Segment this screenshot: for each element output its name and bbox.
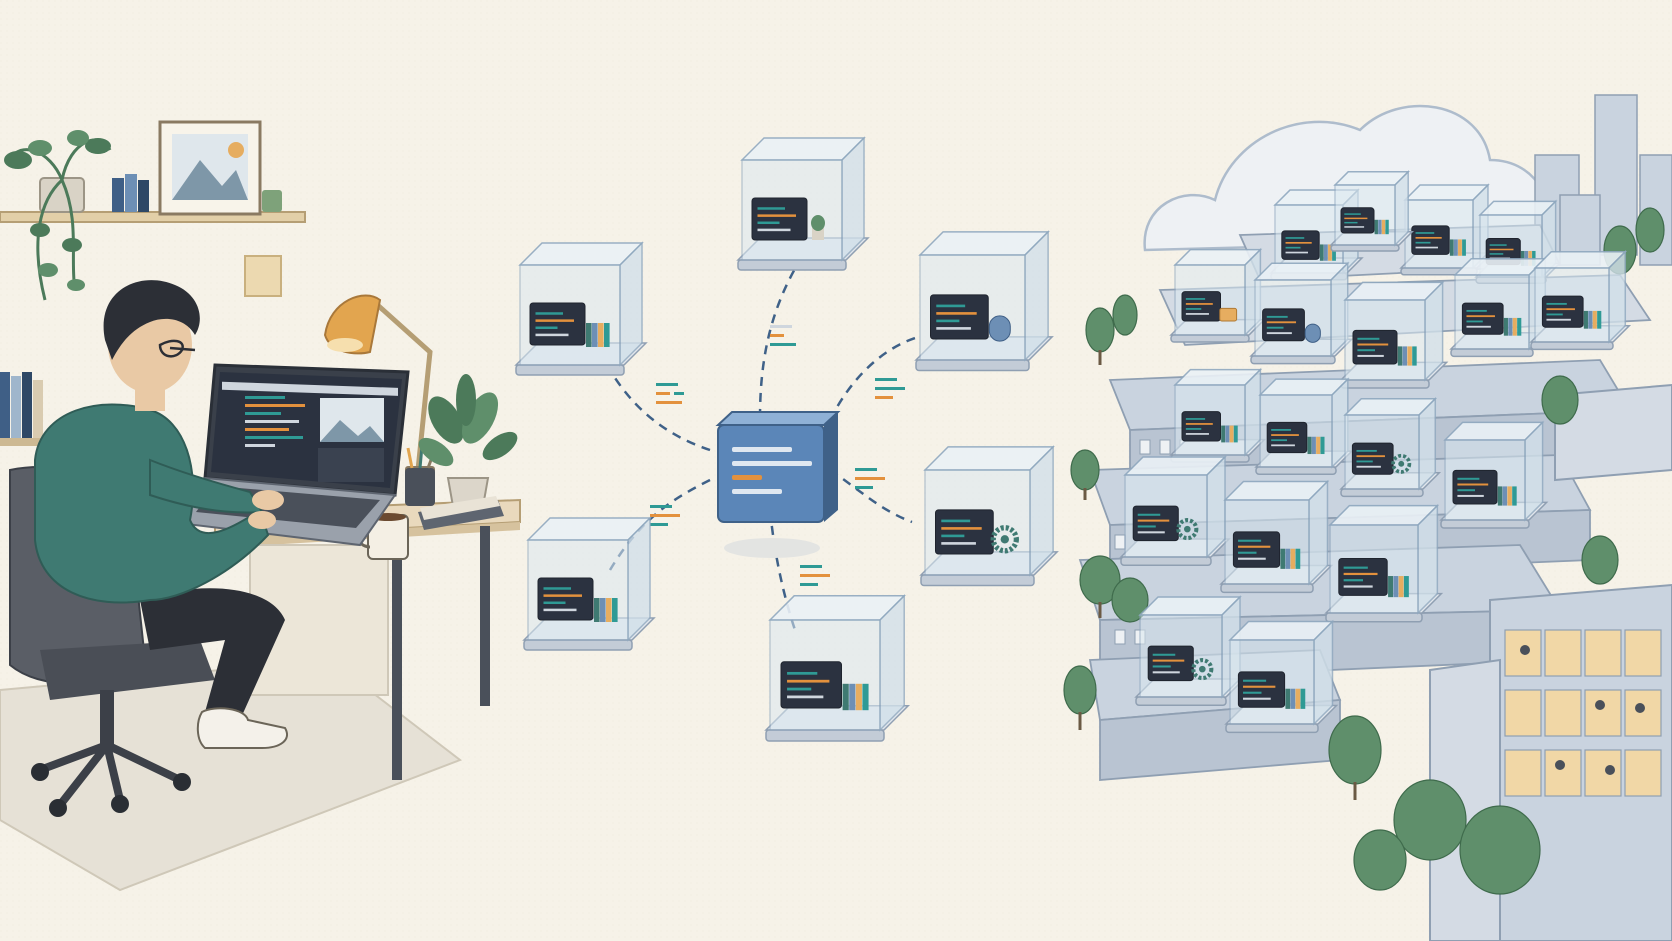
code-screen-icon [1411,225,1450,255]
code-screen-icon [1461,302,1504,335]
sandbox-cube-icon [514,241,648,376]
sandbox-city [1063,94,1672,941]
sandbox-cube-icon [522,516,656,651]
database-icon [1304,323,1321,343]
potted-plant-icon [4,130,112,301]
gear-icon [1191,658,1214,681]
code-screen-icon [529,302,586,346]
code-screen-icon [537,577,594,621]
code-screen-icon [1147,645,1194,682]
books-icon [1319,244,1336,261]
code-screen-icon [1340,207,1375,234]
sandbox-cube-icon [1339,280,1449,389]
message-chips [650,325,905,586]
books-icon [594,598,618,622]
small-jar [262,190,282,212]
code-screen-icon [751,197,808,241]
code-screen-icon [1352,329,1398,365]
developer-figure-icon [34,280,288,749]
books-icon [1583,310,1602,329]
gear-icon [1176,518,1199,541]
sandbox-cube-icon [1329,169,1415,252]
code-screen-icon [1132,505,1179,542]
sandbox-cube-icon [1439,420,1549,529]
code-screen-icon [1262,308,1305,342]
code-screen-icon [1232,531,1281,568]
framed-picture-icon [158,120,262,216]
books-icon [586,323,610,347]
books-icon [1397,346,1417,366]
potted-plant-icon [811,215,825,240]
code-screen-icon [1281,230,1320,260]
books-icon [1503,317,1522,336]
books-icon [1307,436,1325,455]
code-screen-icon [1452,469,1498,505]
developer-workspace [0,120,521,892]
books-icon [1374,219,1389,235]
sandbox-cube-icon [1224,619,1339,734]
city-sandboxes [1119,169,1632,734]
gear-icon [1391,453,1412,474]
potted-plant-icon [418,374,518,513]
sandbox-cube-icon [736,136,870,271]
sandbox-cube-icon [1324,503,1444,623]
code-screen-icon [935,509,994,555]
sandbox-cube-icon [1249,261,1354,365]
code-screen-icon [1351,442,1394,475]
code-screen-icon [1181,411,1221,442]
books-icon [1449,239,1466,256]
sandbox-cube-icon [919,445,1059,587]
books-icon [112,174,149,212]
sandbox-cube-icon [1119,455,1231,566]
gear-icon [990,525,1019,554]
books-icon [1388,576,1409,598]
sandbox-cube-icon [914,230,1054,372]
code-screen-icon [1181,291,1221,322]
code-lines [245,396,305,447]
code-screen-icon [1237,671,1286,708]
office-building-icon [1429,383,1672,941]
notebook-pages [420,496,500,520]
database-icon [988,315,1011,342]
sticky-note [244,255,282,297]
sandbox-cube-icon [1169,247,1267,343]
desk-lamp-icon [323,294,435,474]
satellite-sandboxes [514,136,1059,742]
sandbox-cube-icon [1529,249,1632,351]
code-screen-icon [930,294,989,340]
books-icon [1497,486,1517,506]
code-screen-icon [1541,295,1584,328]
sandbox-cube-icon [1134,595,1246,706]
code-screen-icon [1338,557,1388,596]
wall-shelf [0,211,306,223]
folder-icon [1219,307,1238,322]
tree-icon [1063,207,1665,895]
books-icon [1285,688,1306,709]
hub-cube-icon [715,411,841,558]
books-icon [1221,425,1238,443]
sandbox-cube-icon [1339,396,1442,498]
sandbox-cube-icon [1254,377,1354,475]
sandbox-cube-icon [1169,367,1267,463]
books-icon [1280,548,1301,569]
sandbox-cube-icon [1219,479,1334,594]
code-screen-icon [780,661,842,709]
sandbox-cube-icon [764,593,911,742]
books-icon [842,683,869,711]
code-screen-icon [1266,421,1308,454]
books-icon [0,372,60,446]
